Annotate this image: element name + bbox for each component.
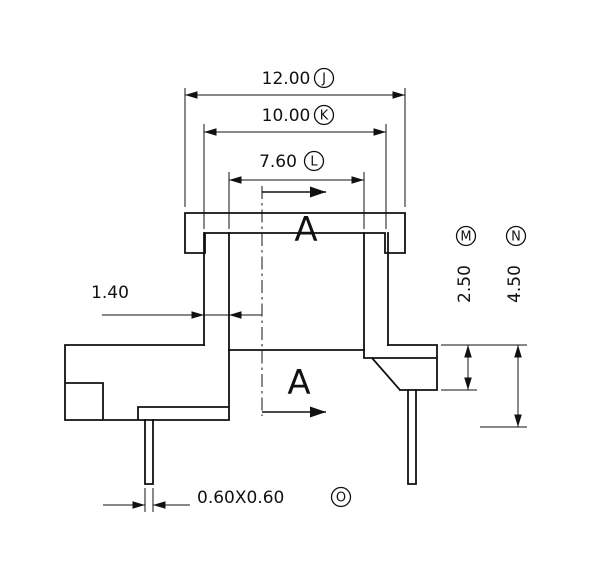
top-flange (184, 212, 406, 254)
dimension-pin-size: 0.60X0.60 O (103, 486, 352, 512)
balloon-o (330, 486, 352, 508)
dimension-label: 10.00 (262, 106, 311, 126)
dimension-label: 1.40 (91, 283, 129, 303)
part-outline (64, 212, 438, 485)
balloon-k (313, 104, 335, 126)
dimension-label: 2.50 (455, 265, 475, 303)
dimension-label: 0.60X0.60 (197, 488, 284, 508)
left-base-block (64, 344, 230, 421)
right-base-block (363, 344, 438, 392)
dimension-foot-height: 2.50 M (441, 225, 527, 391)
dimension-label: 4.50 (505, 265, 525, 303)
dimension-width-outer: 12.00 J (184, 67, 406, 207)
dimension-wall-thickness: 1.40 (91, 283, 262, 319)
balloon-k-label: K (320, 109, 329, 124)
balloon-l-label: L (310, 155, 318, 170)
balloon-m-label: M (460, 230, 471, 245)
section-label-bottom: A (287, 363, 310, 403)
balloon-j-label: J (321, 72, 326, 87)
extension-line (184, 88, 406, 207)
balloon-o-label: O (336, 491, 346, 506)
dimension-width-inner: 7.60 L (228, 150, 365, 229)
right-pin (407, 389, 417, 485)
balloon-m (455, 225, 477, 247)
balloon-n-label: N (511, 230, 521, 245)
section-label-top: A (294, 210, 317, 250)
extension-line (203, 124, 387, 229)
dimension-total-height: 4.50 N (480, 225, 527, 428)
balloon-l (303, 150, 325, 172)
left-pin (144, 419, 154, 485)
dimension-label: 7.60 (259, 152, 297, 172)
balloon-j (313, 67, 335, 89)
section-line-group: A A (261, 186, 326, 418)
dimension-label: 12.00 (262, 69, 311, 89)
balloon-n (505, 225, 527, 247)
extension-line (441, 344, 527, 391)
dimension-width-mid: 10.00 K (203, 104, 387, 229)
extension-line (144, 488, 154, 512)
